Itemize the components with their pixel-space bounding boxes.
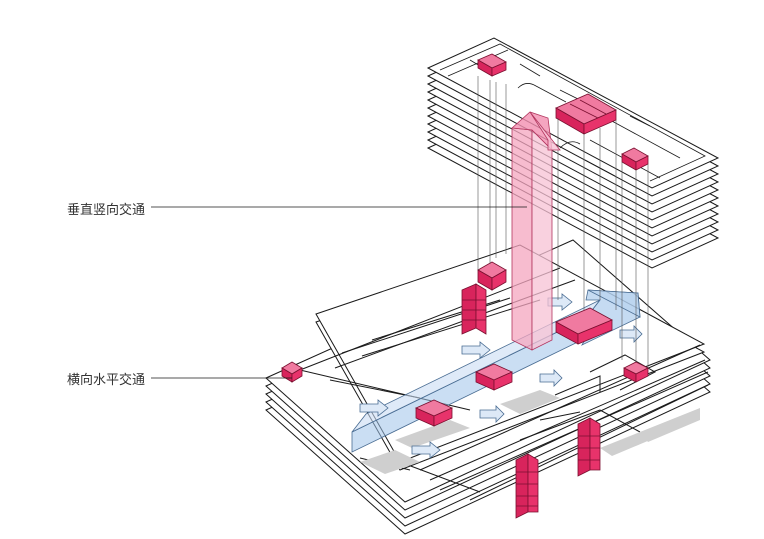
- tower: [426, 37, 720, 269]
- tower-cores: [477, 53, 649, 171]
- core-block-1: [415, 399, 453, 427]
- horizontal-cores: [415, 307, 613, 427]
- label-horizontal-circulation: 横向水平交通: [67, 373, 146, 388]
- projection-lines: [477, 76, 649, 368]
- vertical-circulation-arrow: [511, 111, 561, 351]
- core-left: [281, 361, 303, 383]
- core-right: [623, 361, 649, 383]
- branch-arrows: [359, 293, 643, 459]
- tower-core-3: [621, 147, 649, 171]
- tower-core-1: [477, 53, 507, 77]
- podium-shadows: [360, 390, 700, 474]
- core-block-3: [555, 307, 613, 345]
- label-vertical-circulation: 垂直竖向交通: [67, 203, 146, 218]
- core-block-2: [475, 363, 513, 391]
- podium-cores: [281, 261, 649, 519]
- core-stack-front-1: [515, 453, 539, 519]
- leader-lines: [151, 206, 527, 379]
- core-stack-left-upper: [461, 261, 507, 335]
- tower-core-2: [555, 93, 617, 135]
- core-stack-front-2: [577, 417, 601, 477]
